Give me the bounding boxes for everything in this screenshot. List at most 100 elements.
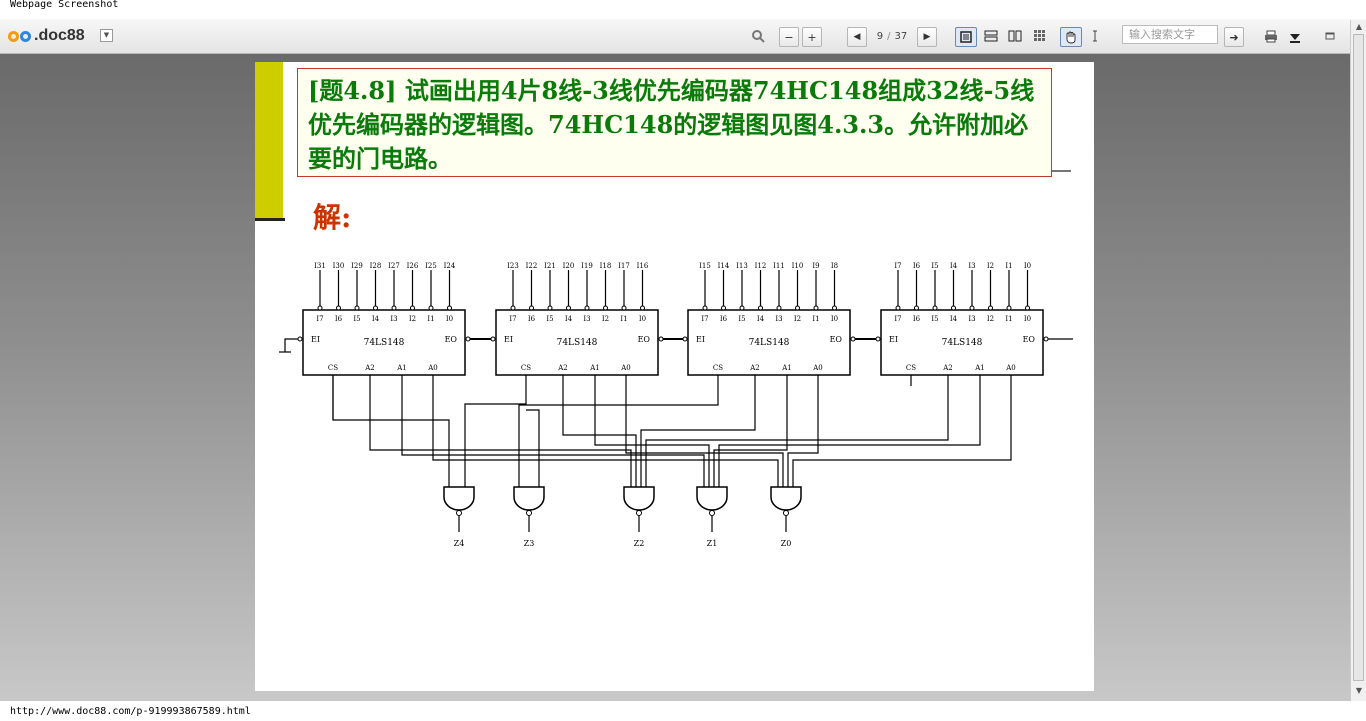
chip-input-label: I2 (409, 315, 416, 323)
nand-gate (696, 486, 728, 511)
inversion-bubble (584, 305, 590, 311)
inversion-bubble (914, 305, 919, 311)
chip-input-label: I4 (757, 315, 765, 323)
inversion-bubble (566, 305, 571, 311)
input-signal-label: I27 (388, 262, 400, 270)
input-signal-label: I25 (425, 262, 437, 270)
search-input[interactable]: 输入搜索文字 (1122, 25, 1218, 44)
thumbnail-view-button[interactable] (1030, 27, 1050, 45)
encoder-chip (880, 309, 1044, 376)
chip-output-label: A2 (749, 364, 760, 372)
output-label: Z3 (524, 539, 535, 548)
chip-input-label: I7 (509, 315, 516, 323)
two-page-view-button[interactable] (1005, 27, 1025, 45)
inversion-bubble (721, 305, 726, 311)
zoom-magnifier-button[interactable] (748, 27, 770, 45)
input-signal-label: I9 (812, 262, 819, 270)
scroll-down-icon[interactable]: ▼ (1355, 686, 1363, 695)
ei-bubble (297, 336, 303, 342)
input-signal-label: I6 (913, 262, 921, 270)
document-viewer[interactable]: [题4.8] 试画出用4片8线-3线优先编码器74HC148组成32线-5线优先… (0, 54, 1350, 701)
scroll-up-icon[interactable]: ▲ (1355, 22, 1363, 31)
scroll-thumb[interactable] (1353, 34, 1364, 681)
inversion-bubble (702, 305, 708, 311)
search-go-button[interactable]: ➜ (1224, 27, 1244, 47)
chip-input-label: I1 (427, 315, 434, 323)
eo-bubble (850, 336, 856, 342)
chip-label: 74LS148 (942, 338, 983, 348)
fullscreen-button[interactable] (1322, 27, 1338, 45)
input-signal-label: I13 (736, 262, 748, 270)
two-page-icon (1008, 30, 1022, 42)
answer-label: 解: (313, 201, 352, 234)
document-page: [题4.8] 试画出用4片8线-3线优先编码器74HC148组成32线-5线优先… (255, 62, 1094, 691)
output-label: Z2 (634, 539, 645, 548)
inversion-bubble (932, 305, 938, 311)
slide-title-rule (1035, 170, 1071, 172)
inversion-bubble (529, 305, 534, 311)
gate-bubble (783, 510, 789, 516)
chip-ei-label: EI (311, 335, 320, 344)
chip-output-label: CS (328, 364, 338, 372)
zoom-out-button[interactable]: − (779, 27, 799, 47)
input-signal-label: I7 (894, 262, 901, 270)
print-button[interactable] (1262, 27, 1280, 45)
ei-bubble (682, 336, 688, 342)
next-page-button[interactable]: ▶ (917, 27, 937, 47)
output-label: Z4 (454, 539, 465, 548)
input-signal-label: I28 (370, 262, 382, 270)
hand-tool-button[interactable] (1060, 27, 1082, 47)
chip-input-label: I0 (446, 315, 453, 323)
chip-ei-label: EI (889, 335, 898, 344)
text-select-button[interactable] (1088, 27, 1102, 45)
chip-label: 74LS148 (364, 338, 405, 348)
zoom-in-button[interactable]: + (802, 27, 822, 47)
input-signal-label: I24 (444, 262, 456, 270)
text-cursor-icon (1093, 30, 1097, 42)
chip-input-label: I4 (950, 315, 958, 323)
chip-output-label: A2 (942, 364, 953, 372)
inversion-bubble (951, 305, 956, 311)
current-page: 9 (876, 30, 884, 42)
vertical-scrollbar[interactable]: ▲ ▼ (1350, 20, 1366, 701)
chip-input-label: I6 (913, 315, 921, 323)
wire (562, 375, 637, 487)
logo-blue-ring-icon (20, 30, 31, 42)
eo-bubble (658, 336, 664, 342)
single-page-view-button[interactable] (955, 27, 977, 47)
chip-eo-label: EO (830, 335, 843, 344)
inversion-bubble (795, 305, 800, 311)
page-indicator[interactable]: 9 / 37 (869, 27, 915, 45)
input-signal-label: I10 (792, 262, 804, 270)
download-button[interactable] (1286, 27, 1304, 45)
inversion-bubble (354, 305, 360, 311)
input-signal-label: I11 (773, 262, 785, 270)
chip-input-label: I6 (335, 315, 343, 323)
wire (792, 375, 1012, 487)
ei-bubble (490, 336, 496, 342)
chip-input-label: I3 (583, 315, 590, 323)
wire (645, 375, 949, 487)
input-signal-label: I8 (831, 262, 838, 270)
chip-input-label: I2 (794, 315, 801, 323)
logo-text: .doc88 (34, 27, 85, 44)
continuous-view-button[interactable] (981, 27, 1001, 45)
question-box: [题4.8] 试画出用4片8线-3线优先编码器74HC148组成32线-5线优先… (297, 68, 1052, 177)
input-signal-label: I17 (618, 262, 630, 270)
doc88-logo[interactable]: .doc88 (8, 27, 85, 45)
download-icon (1290, 34, 1300, 43)
chip-eo-label: EO (445, 335, 458, 344)
menu-dropdown-button[interactable]: ▼ (100, 29, 113, 42)
chip-output-label: A1 (589, 364, 600, 372)
chip-input-label: I6 (528, 315, 536, 323)
input-signal-label: I19 (581, 262, 593, 270)
prev-page-button[interactable]: ◀ (847, 27, 867, 47)
input-signal-label: I3 (968, 262, 975, 270)
chip-output-label: CS (713, 364, 723, 372)
chip-input-label: I1 (812, 315, 819, 323)
nand-gate (623, 486, 655, 511)
inversion-bubble (603, 305, 608, 311)
inversion-bubble (621, 305, 627, 311)
input-signal-label: I2 (987, 262, 994, 270)
chip-input-label: I5 (546, 315, 553, 323)
